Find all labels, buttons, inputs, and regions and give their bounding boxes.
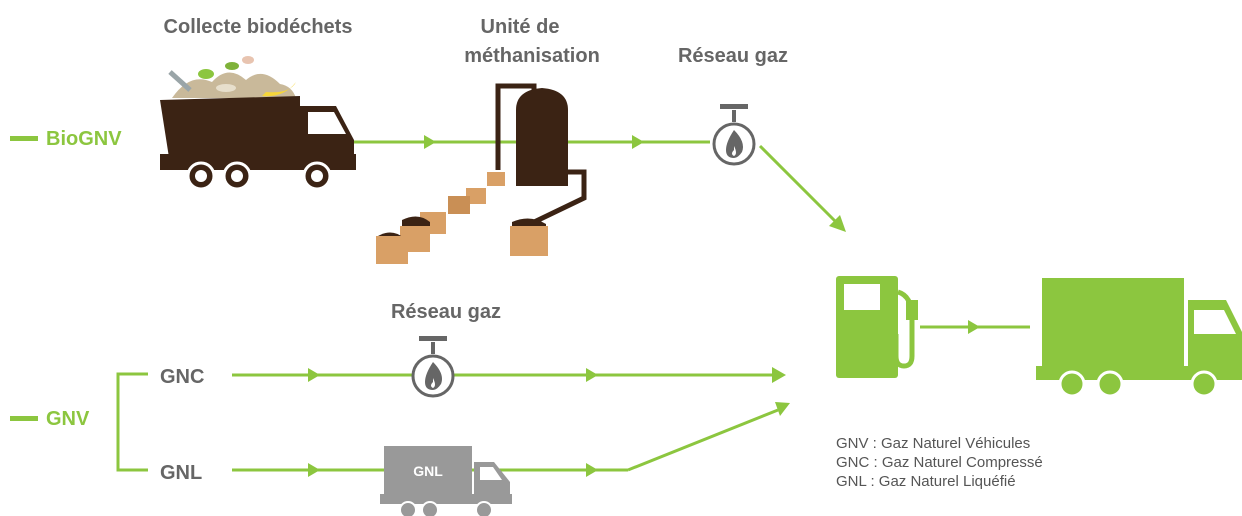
gnl-diagonal: [627, 408, 779, 472]
box: [448, 196, 470, 214]
garbage-truck-icon: [160, 56, 356, 191]
legend-gnc: GNC : Gaz Naturel Compressé: [836, 454, 1043, 471]
valve-handle: [419, 336, 447, 341]
heading-reseau-mid: Réseau gaz: [391, 301, 501, 323]
wheel: [475, 501, 493, 516]
boxes: [376, 172, 548, 264]
fishbone: [168, 70, 192, 92]
delivery-truck-icon: [1036, 278, 1242, 398]
gas-valve-flame-icon: [712, 104, 756, 166]
heading-collecte: Collecte biodéchets: [164, 16, 353, 38]
heading-reseau-top: Réseau gaz: [678, 45, 788, 67]
arrow-head: [829, 215, 846, 232]
wheel-hub: [231, 170, 243, 182]
digester-tank: [516, 88, 568, 186]
flame-icon: [726, 130, 743, 158]
pump-nozzle: [906, 300, 918, 320]
wheel: [421, 501, 439, 516]
gnl-truck-chassis: [380, 494, 512, 504]
arrow-head: [308, 463, 320, 477]
biognv-label: BioGNV: [46, 128, 122, 150]
wheel: [1190, 370, 1218, 398]
wheel: [1096, 370, 1124, 398]
gnv-label: GNV: [46, 408, 90, 430]
gnl-label: GNL: [160, 462, 202, 484]
gnl-truck-icon: GNL: [380, 446, 512, 516]
methanizer-tank-icon: [376, 83, 587, 264]
biognv-dash: [10, 136, 38, 141]
box: [487, 172, 505, 186]
gnl-truck-box: [384, 446, 472, 494]
gnv-dash: [10, 416, 38, 421]
box: [466, 188, 486, 204]
wheel: [399, 501, 417, 516]
gnv-flow: GNV GNC GNL: [10, 366, 790, 484]
arrow-head: [632, 135, 644, 149]
arrow-head: [968, 320, 980, 334]
heading-unite-line2: méthanisation: [464, 45, 600, 67]
heading-unite-line1: Unité de: [481, 16, 560, 38]
truck-chassis: [1036, 366, 1242, 380]
truck-window: [1194, 310, 1236, 334]
biognv-diagonal: [758, 144, 840, 226]
arrow-head: [586, 368, 598, 382]
gnv-bracket: [116, 372, 148, 472]
wheel: [1058, 370, 1086, 398]
truck-window: [308, 112, 346, 134]
truck-bin: [160, 96, 300, 164]
gnc-label: GNC: [160, 366, 204, 388]
wheel-hub: [195, 170, 207, 182]
eggshell: [242, 56, 254, 64]
legend-gnv: GNV : Gaz Naturel Véhicules: [836, 435, 1030, 452]
gnl-truck-window: [480, 467, 502, 480]
box: [510, 226, 548, 256]
truck-box: [1042, 278, 1184, 370]
banana-peel: [262, 82, 296, 97]
waste-pile: [172, 72, 296, 98]
pump-screen: [844, 284, 880, 310]
legend: GNV : Gaz Naturel Véhicules GNC : Gaz Na…: [836, 435, 1043, 490]
arrow-head: [772, 367, 786, 383]
fuel-pump-icon: [836, 276, 918, 378]
valve-handle: [720, 104, 748, 109]
leaf: [225, 62, 239, 70]
leaf: [198, 69, 214, 79]
gas-valve-flame-icon: [411, 336, 455, 398]
legend-gnl: GNL : Gaz Naturel Liquéfié: [836, 473, 1016, 490]
scraps: [216, 84, 236, 92]
box: [376, 236, 408, 264]
arrow-head: [775, 402, 790, 416]
outlet-pipe: [528, 169, 587, 227]
arrow-head: [424, 135, 436, 149]
wheel-hub: [311, 170, 323, 182]
gnl-truck-tag: GNL: [413, 463, 443, 479]
arrow-head: [586, 463, 598, 477]
flame-icon: [425, 362, 442, 390]
arrow-head: [308, 368, 320, 382]
